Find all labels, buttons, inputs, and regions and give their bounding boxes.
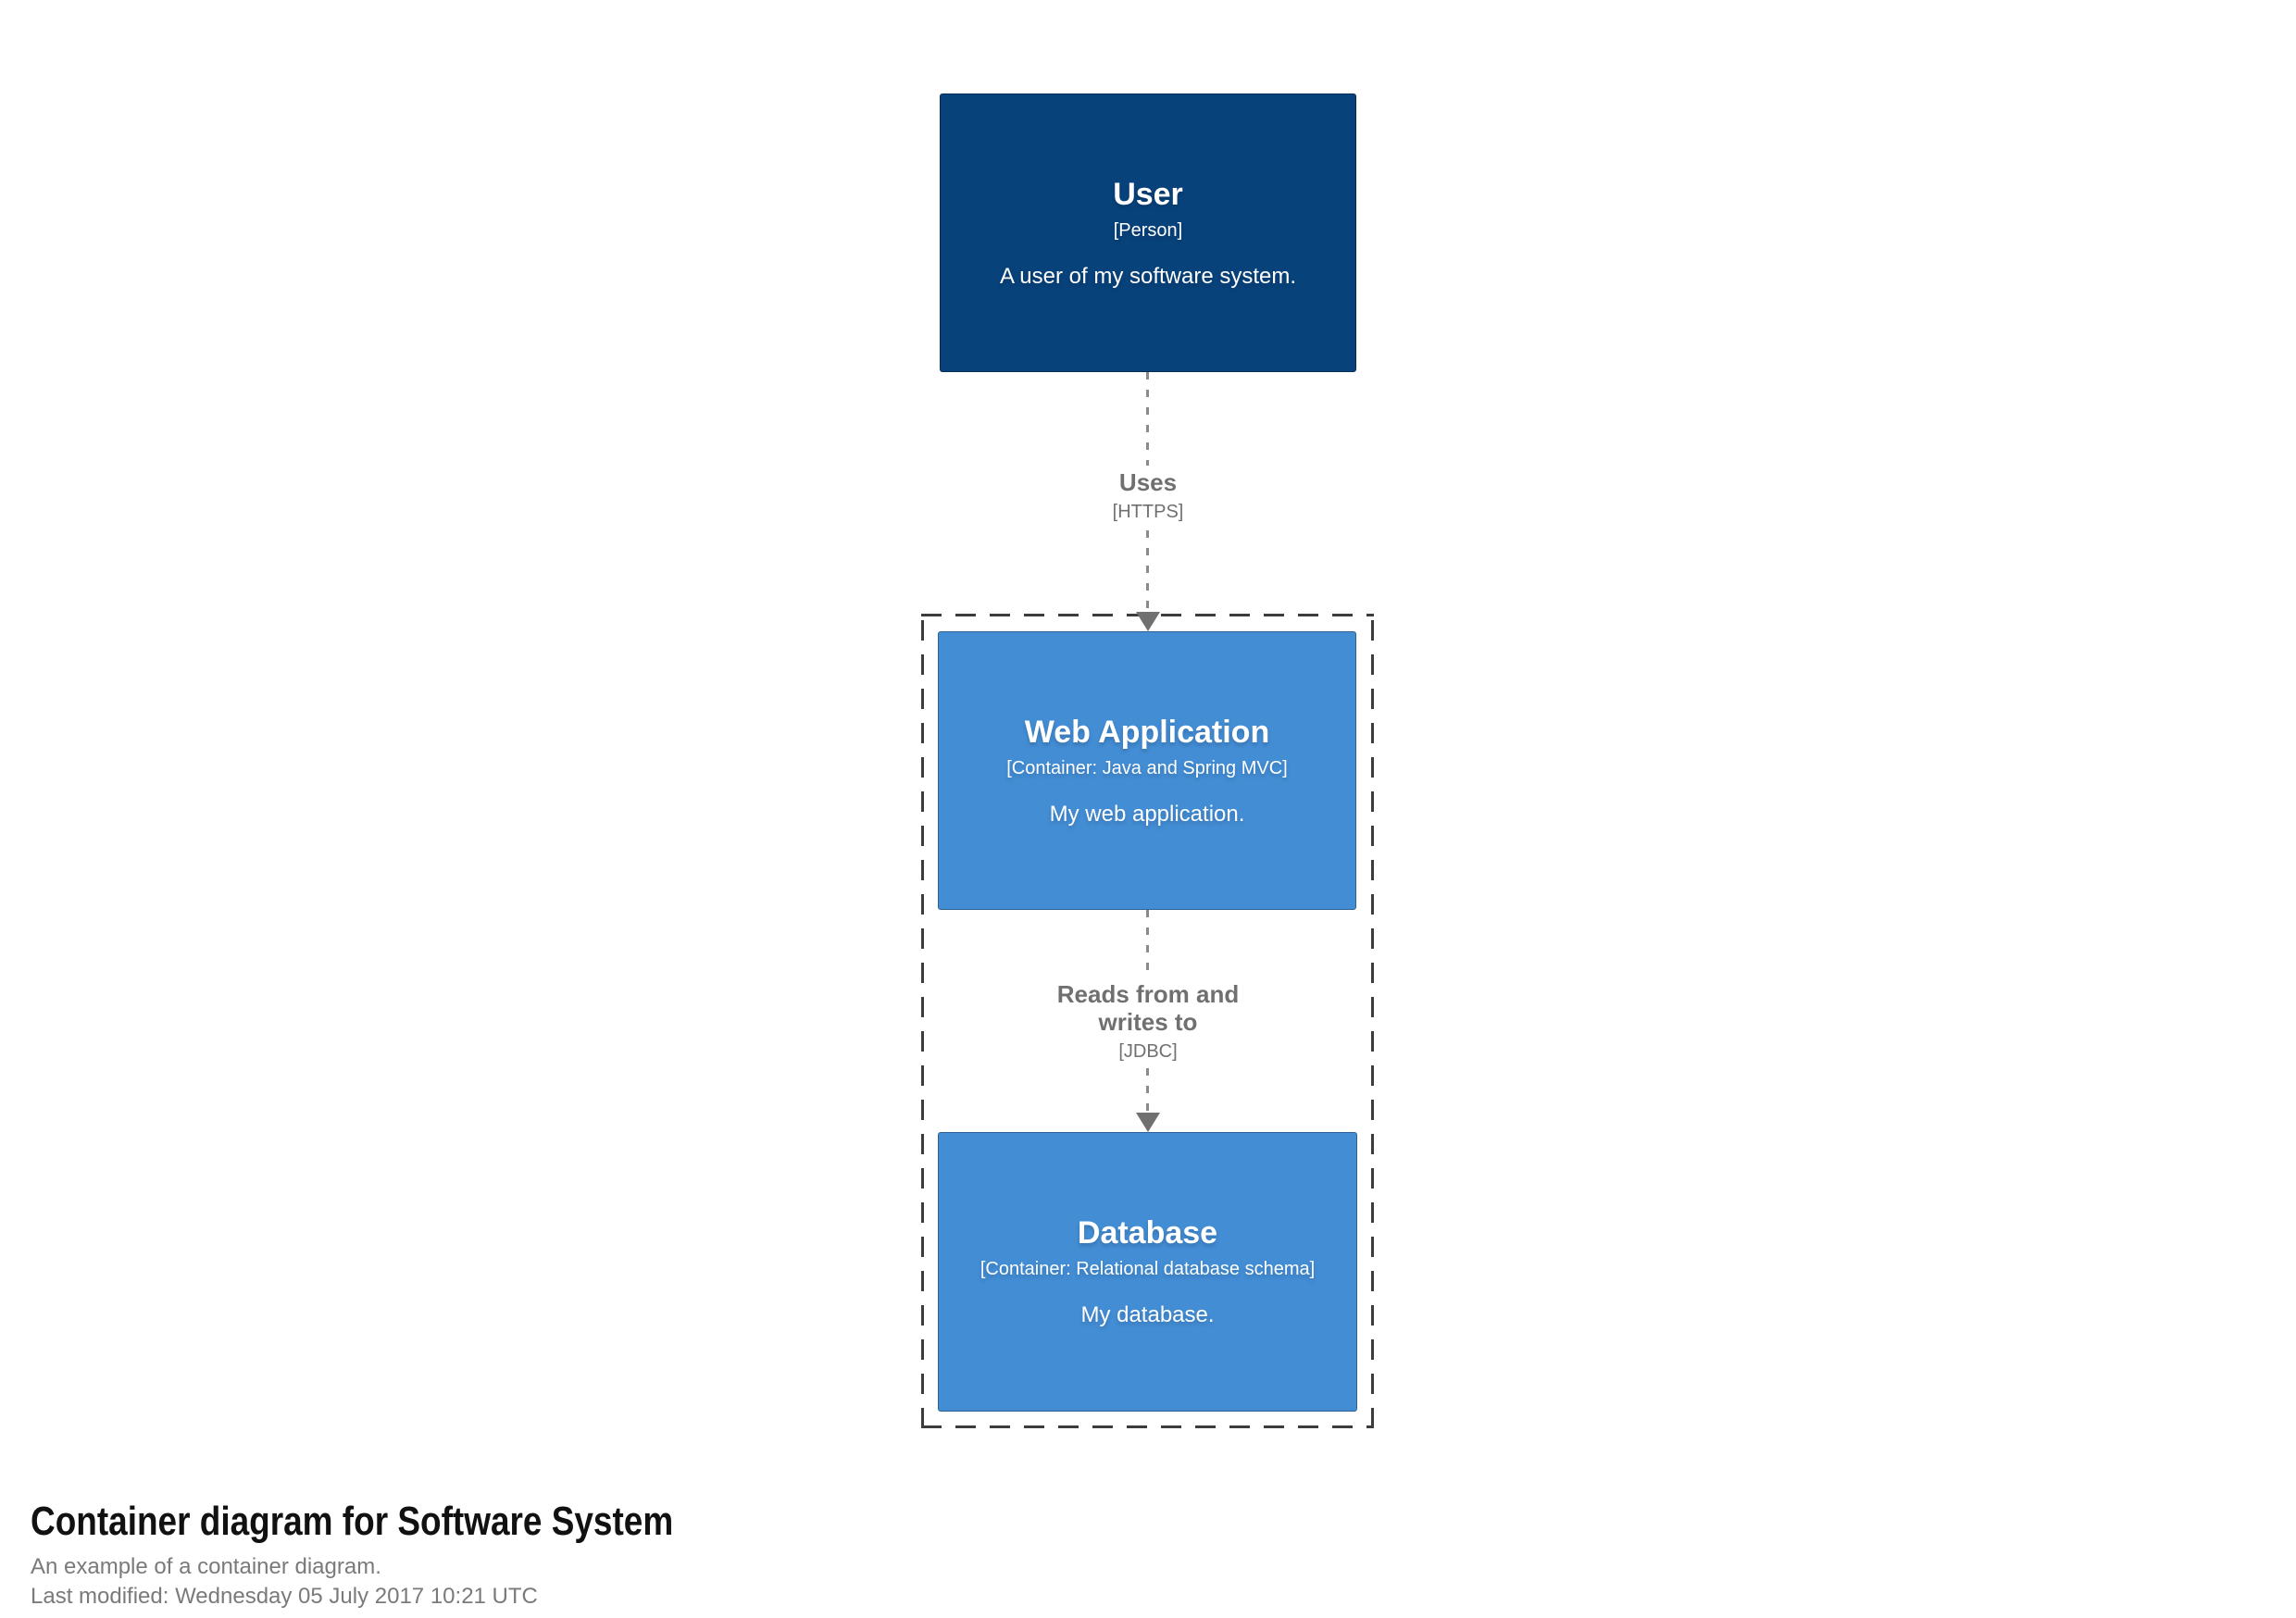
node-title: User bbox=[1113, 176, 1183, 212]
diagram-title: Container diagram for Software System bbox=[31, 1499, 674, 1544]
container-node-web-application[interactable]: Web Application [Container: Java and Spr… bbox=[938, 631, 1356, 910]
relationship-technology: [HTTPS] bbox=[1112, 501, 1184, 522]
relationship-technology: [JDBC] bbox=[1118, 1040, 1178, 1062]
node-description: My database. bbox=[1080, 1302, 1215, 1327]
relationship-name: Reads from and writes to bbox=[1056, 980, 1240, 1036]
person-node-user[interactable]: User [Person] A user of my software syst… bbox=[940, 93, 1356, 372]
diagram-description: An example of a container diagram. bbox=[31, 1554, 381, 1580]
arrow-down-icon bbox=[1136, 1113, 1160, 1132]
diagram-title-block: Container diagram for Software System An… bbox=[31, 1499, 795, 1611]
diagram-last-modified: Last modified: Wednesday 05 July 2017 10… bbox=[31, 1584, 538, 1610]
arrow-down-icon bbox=[1136, 612, 1160, 631]
node-type-label: [Container: Java and Spring MVC] bbox=[1006, 757, 1288, 778]
node-type-label: [Container: Relational database schema] bbox=[980, 1259, 1316, 1279]
container-node-database[interactable]: Database [Container: Relational database… bbox=[938, 1132, 1357, 1412]
relationship-label-user-webapp: Uses [HTTPS] bbox=[1103, 466, 1193, 527]
node-description: A user of my software system. bbox=[999, 263, 1297, 289]
relationship-name: Uses bbox=[1118, 468, 1178, 496]
node-title: Web Application bbox=[1024, 714, 1270, 750]
relationship-label-webapp-database: Reads from and writes to [JDBC] bbox=[1032, 977, 1264, 1066]
node-type-label: [Person] bbox=[1113, 219, 1183, 241]
node-title: Database bbox=[1077, 1215, 1218, 1251]
node-description: My web application. bbox=[1049, 801, 1245, 827]
